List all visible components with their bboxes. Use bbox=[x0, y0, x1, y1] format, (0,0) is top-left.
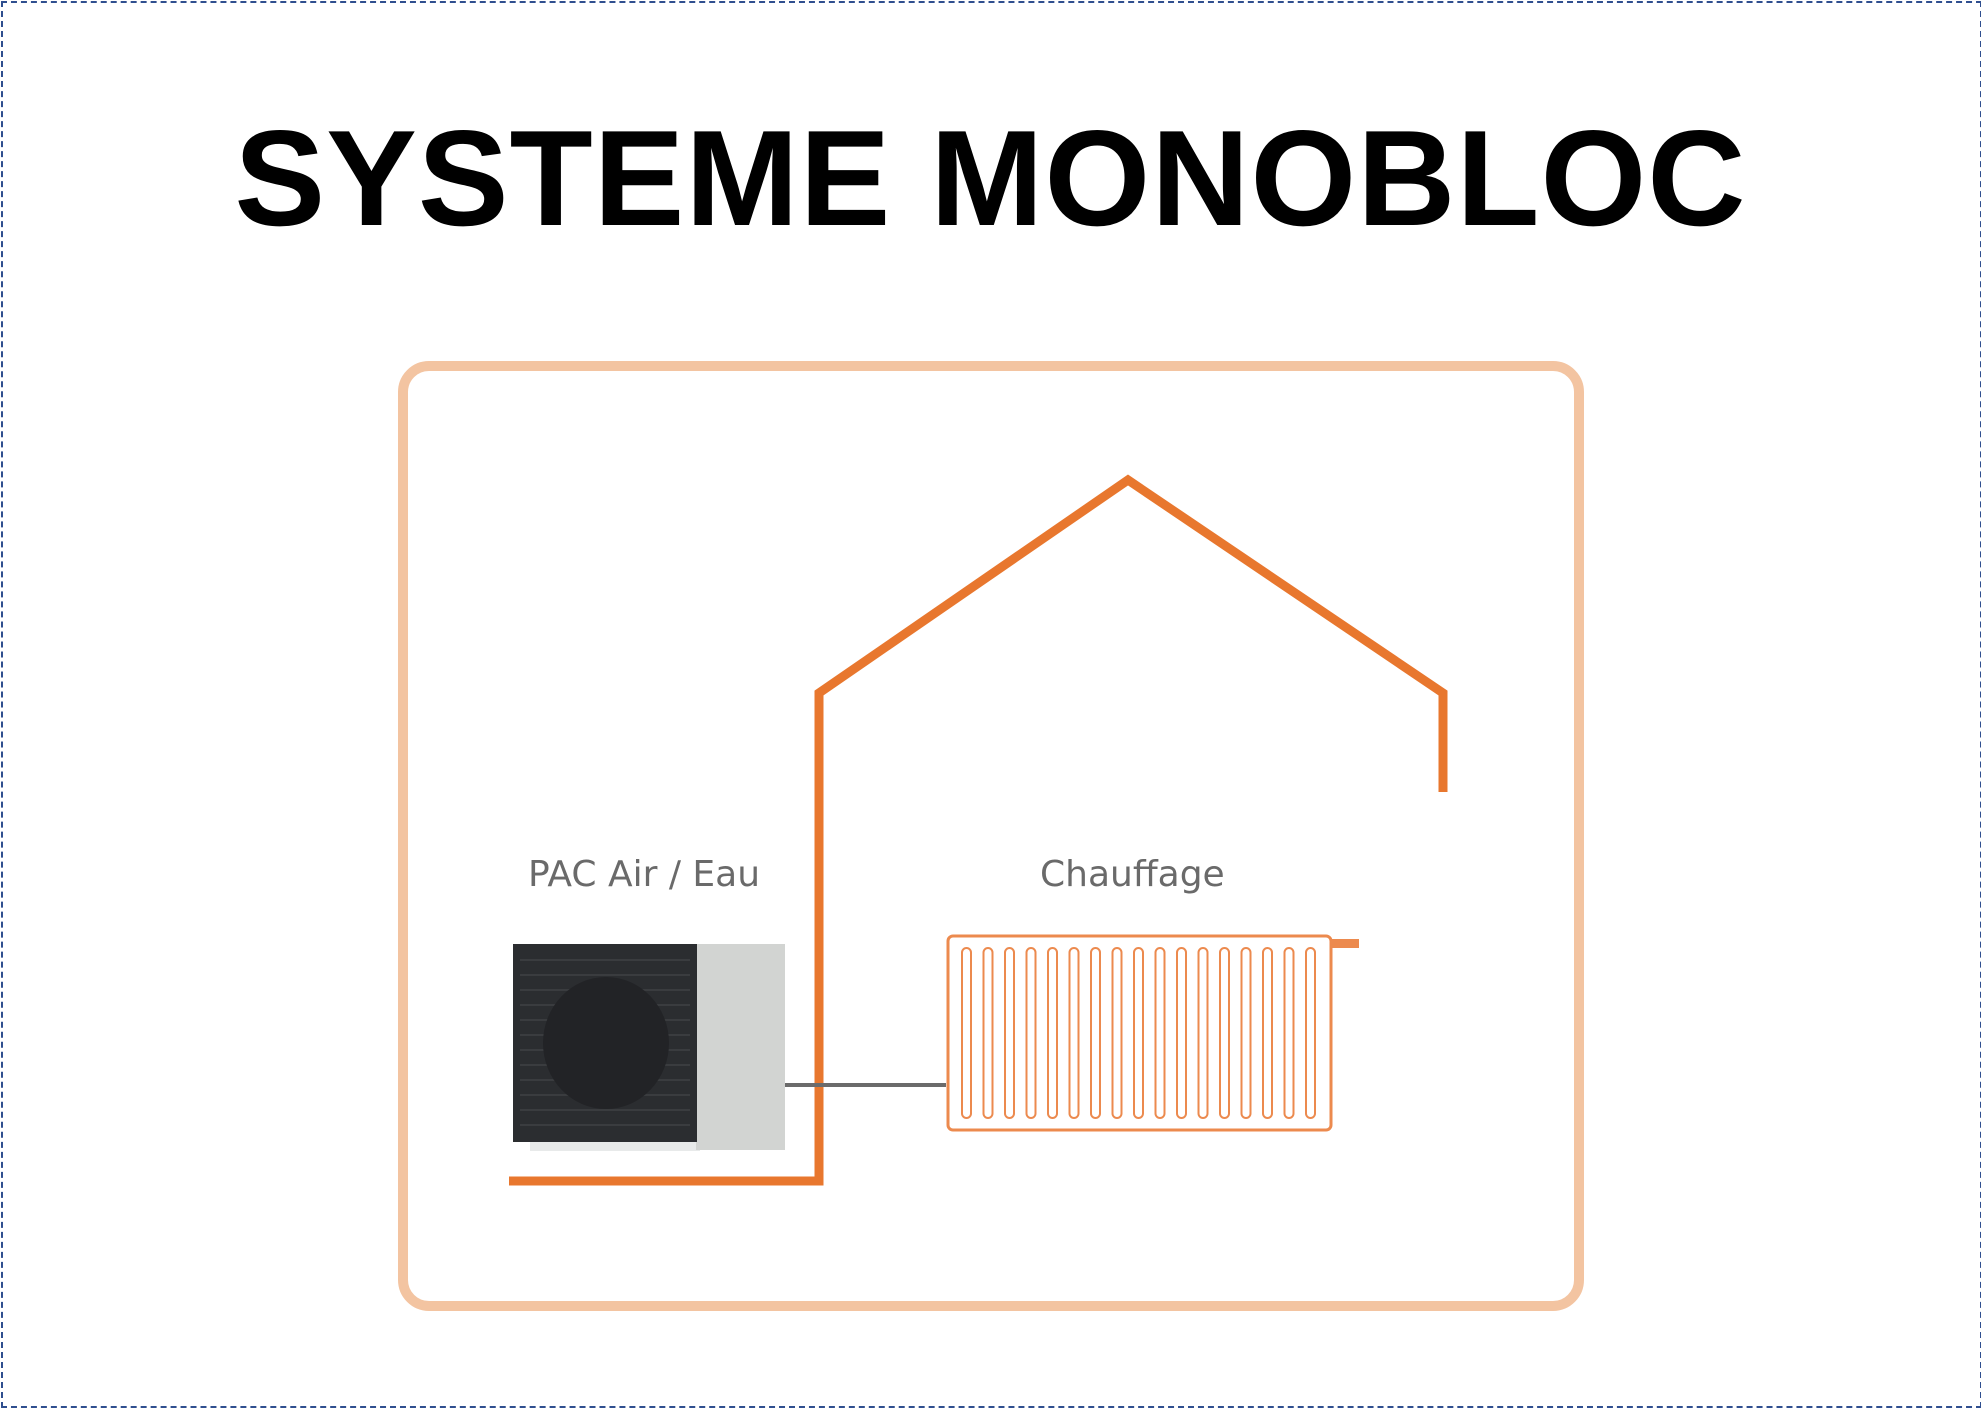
radiator-fin bbox=[1305, 947, 1316, 1119]
heat-pump-label: PAC Air / Eau bbox=[528, 854, 760, 895]
house-outline bbox=[509, 474, 1448, 1186]
radiator-icon bbox=[946, 934, 1359, 1132]
radiator-fin bbox=[1068, 947, 1080, 1119]
radiator-fin bbox=[1004, 947, 1015, 1119]
radiator-fin bbox=[961, 947, 972, 1119]
page-title: SYSTEME MONOBLOC bbox=[234, 102, 1747, 254]
radiator-fin bbox=[1262, 947, 1273, 1119]
radiator-fin bbox=[1154, 947, 1166, 1119]
radiator-fin bbox=[1176, 947, 1187, 1119]
radiator-fin bbox=[1197, 947, 1209, 1119]
radiator-fin bbox=[982, 947, 994, 1119]
radiator-fin bbox=[1090, 947, 1101, 1119]
radiator-fin bbox=[1133, 947, 1144, 1119]
radiator-fin bbox=[1240, 947, 1252, 1119]
heating-label: Chauffage bbox=[1040, 854, 1225, 895]
outer-frame bbox=[398, 361, 1584, 1311]
radiator-fin bbox=[1025, 947, 1037, 1119]
radiator-fin bbox=[1219, 947, 1230, 1119]
radiator-fin bbox=[1047, 947, 1058, 1119]
radiator-fin bbox=[1283, 947, 1295, 1119]
radiator-fin bbox=[1111, 947, 1123, 1119]
heat-pump-unit-icon bbox=[513, 944, 785, 1151]
